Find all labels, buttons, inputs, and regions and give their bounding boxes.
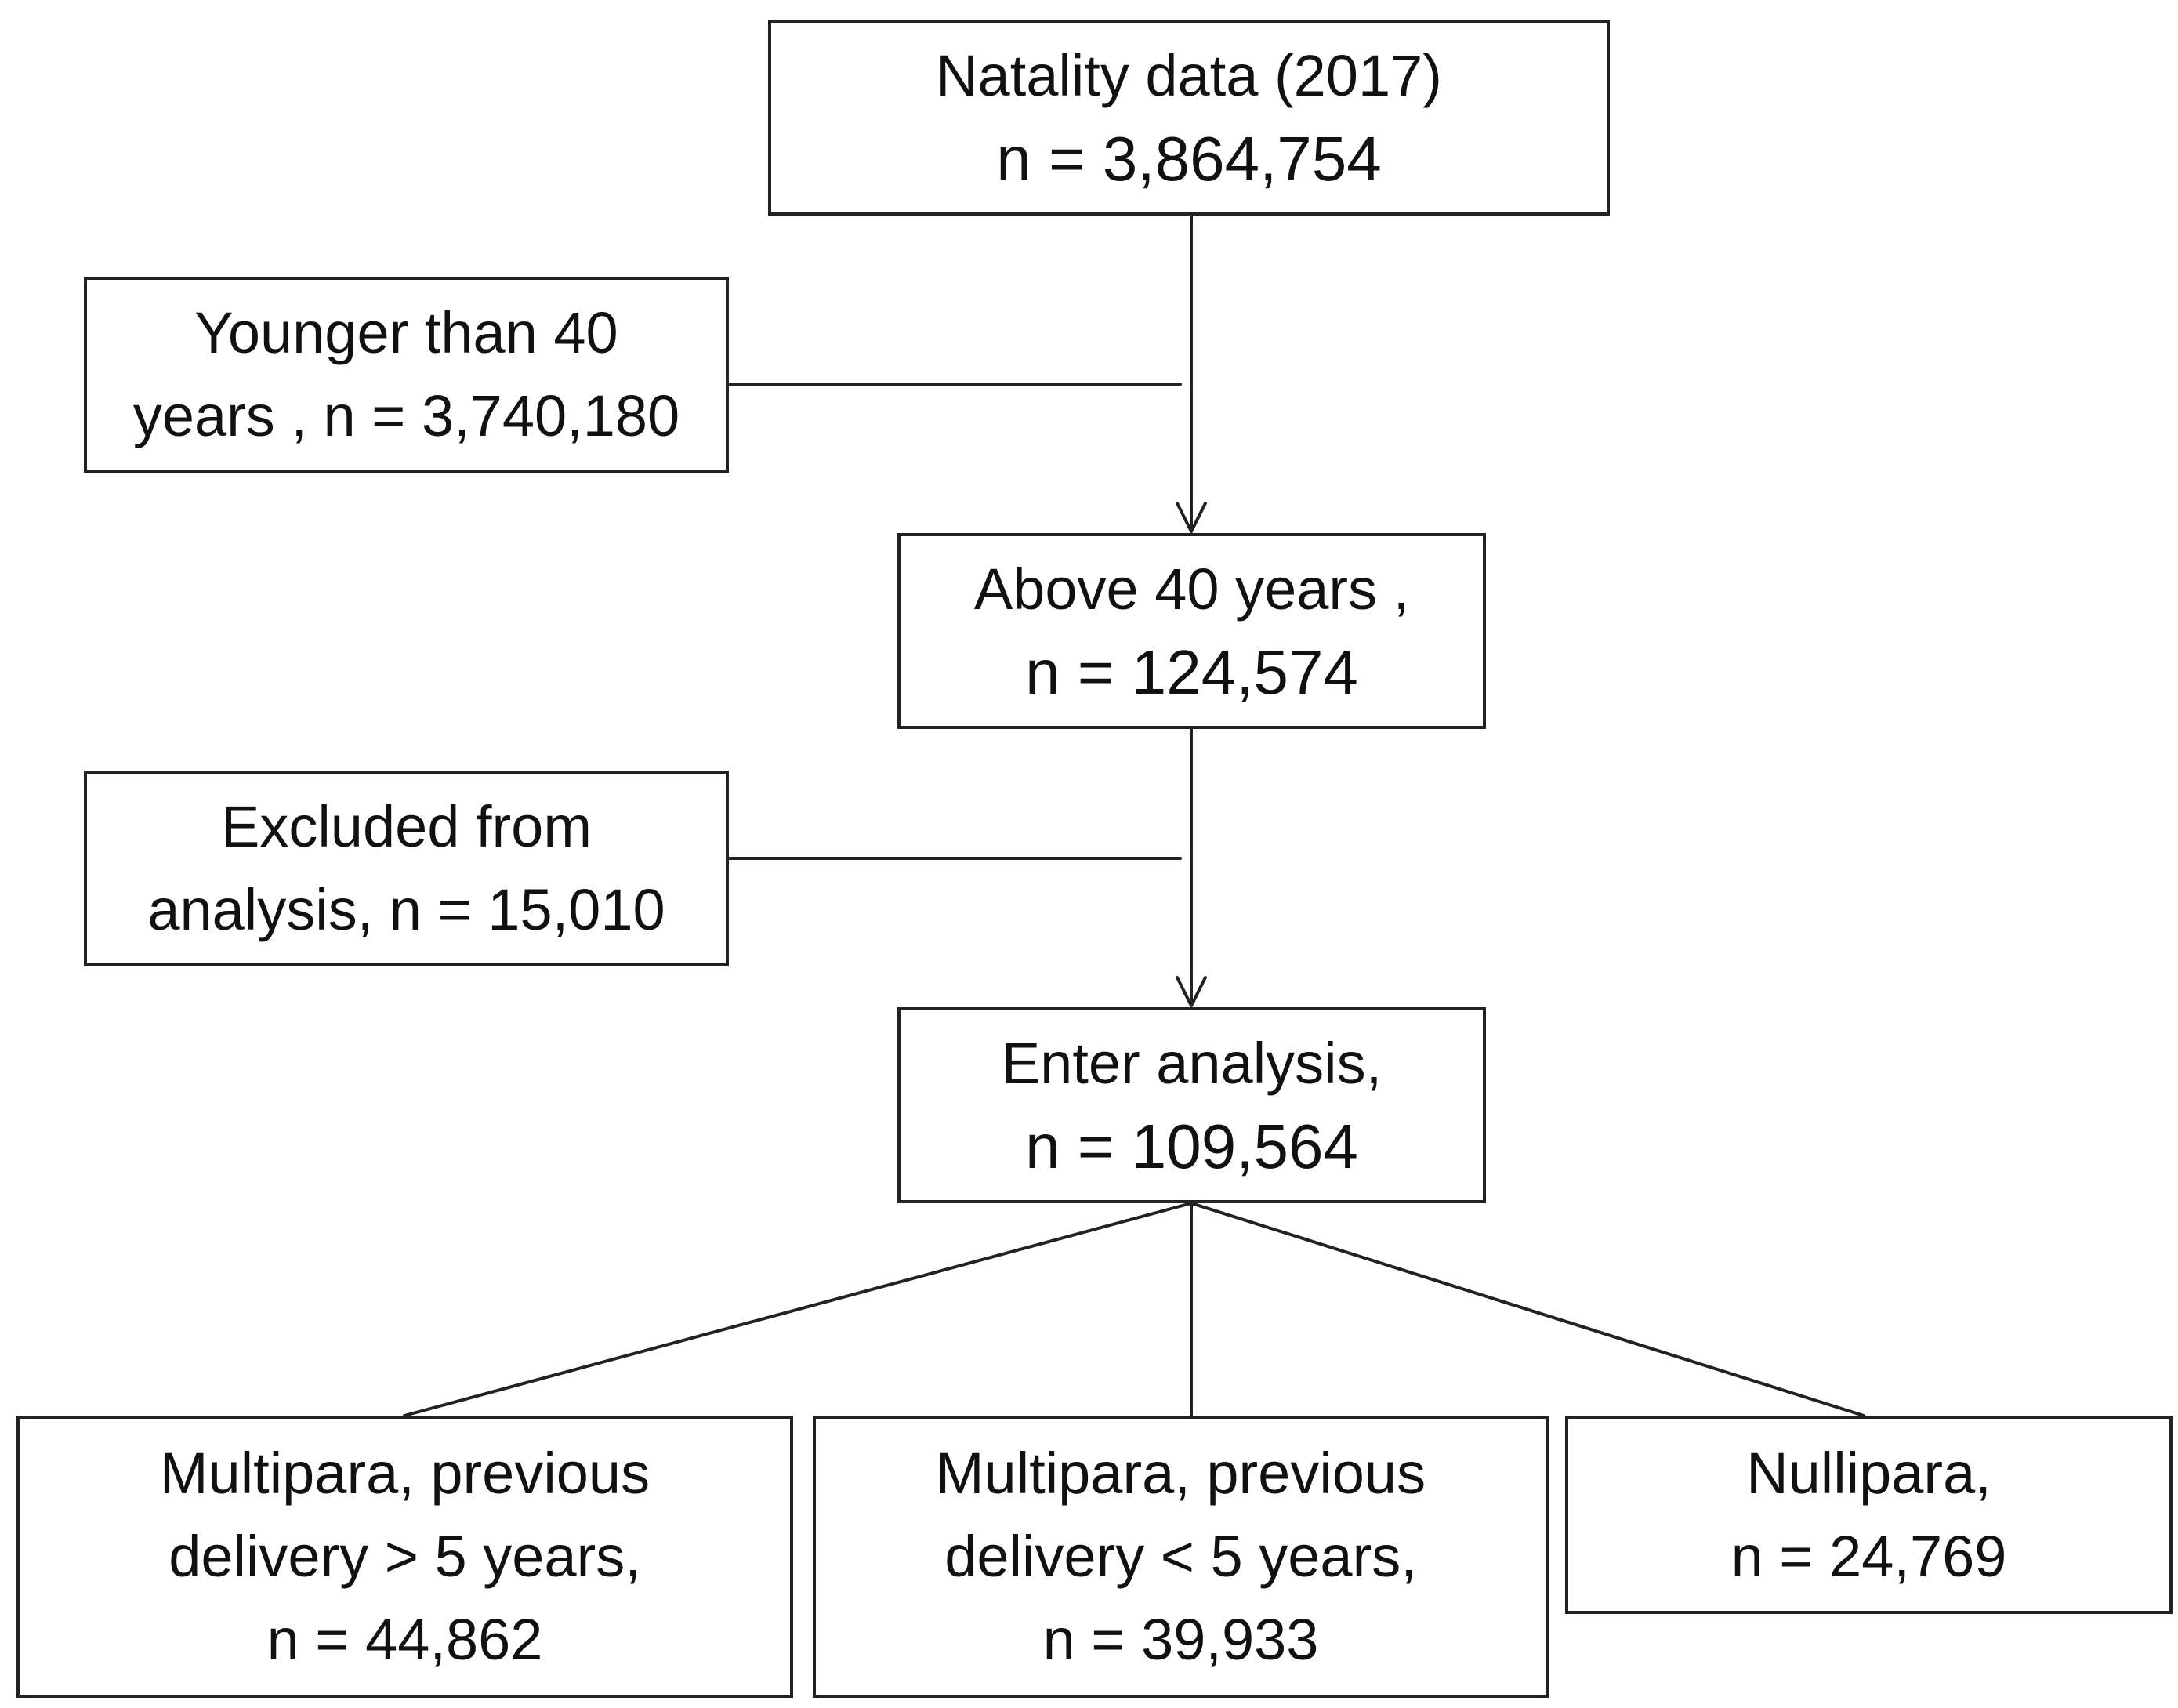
younger-count: years , n = 3,740,180 <box>132 383 680 448</box>
nullipara-label: Nullipara, <box>1746 1440 1991 1506</box>
connector-enter-to-nullipara <box>1190 1202 1865 1417</box>
multipara-gt5-label-1: Multipara, previous <box>159 1441 651 1506</box>
above40-label: Above 40 years , <box>973 557 1410 622</box>
above40-count: n = 124,574 <box>1025 637 1358 707</box>
enter-label: Enter analysis, <box>1001 1031 1383 1096</box>
multipara-lt5-count: n = 39,933 <box>1042 1607 1319 1672</box>
younger-than-40-box: Younger than 40 years , n = 3,740,180 <box>84 277 729 473</box>
multipara-gt5-box: Multipara, previous delivery > 5 years, … <box>16 1416 793 1698</box>
excluded-count: analysis, n = 15,010 <box>147 877 665 942</box>
connector-enter-to-multipara-gt5 <box>403 1202 1193 1417</box>
multipara-gt5-label-2: delivery > 5 years, <box>169 1524 641 1589</box>
natality-count: n = 3,864,754 <box>996 124 1382 194</box>
above-40-box: Above 40 years , n = 124,574 <box>897 533 1486 729</box>
multipara-gt5-count: n = 44,862 <box>266 1607 543 1672</box>
multipara-lt5-label-2: delivery < 5 years, <box>944 1524 1417 1589</box>
excluded-label: Excluded from <box>221 794 592 859</box>
arrowhead-above40 <box>1176 502 1207 533</box>
arrowhead-enter <box>1176 976 1207 1007</box>
multipara-lt5-box: Multipara, previous delivery < 5 years, … <box>813 1416 1549 1698</box>
enter-count: n = 109,564 <box>1025 1111 1358 1181</box>
nullipara-count: n = 24,769 <box>1730 1523 2007 1589</box>
multipara-lt5-label-1: Multipara, previous <box>935 1441 1426 1506</box>
natality-label: Natality data (2017) <box>936 43 1442 108</box>
younger-label: Younger than 40 <box>194 300 618 365</box>
natality-data-box: Natality data (2017) n = 3,864,754 <box>768 20 1610 216</box>
excluded-box: Excluded from analysis, n = 15,010 <box>84 771 729 966</box>
nullipara-box: Nullipara, n = 24,769 <box>1565 1416 2173 1614</box>
enter-analysis-box: Enter analysis, n = 109,564 <box>897 1007 1486 1203</box>
